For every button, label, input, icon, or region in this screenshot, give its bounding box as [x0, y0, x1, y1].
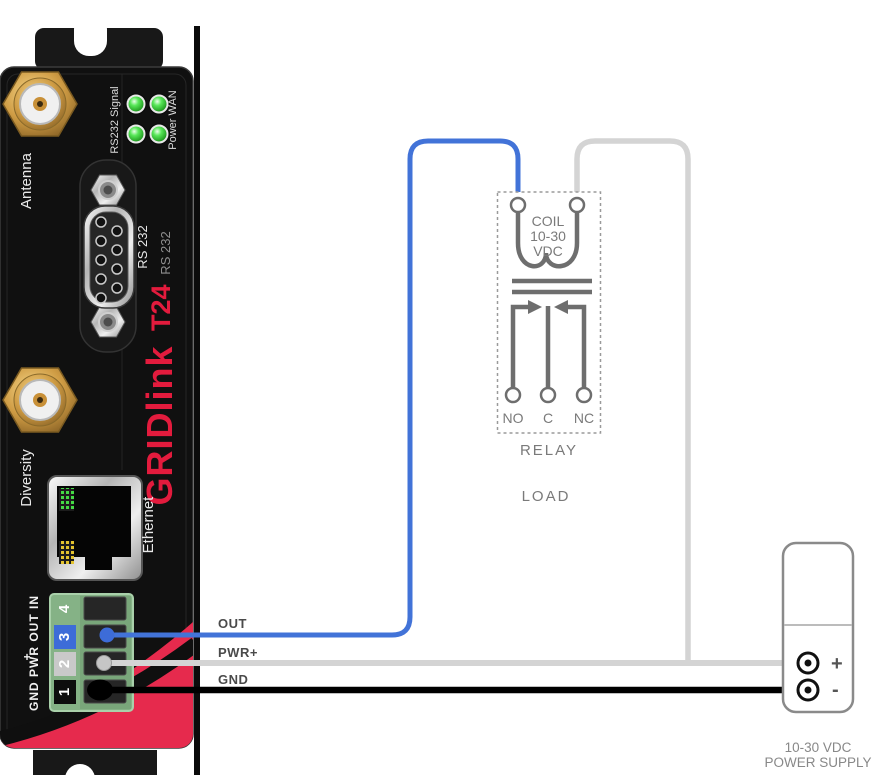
terminal-number-1: 1	[56, 688, 73, 696]
led-labels-left: RS232 Signal	[109, 86, 121, 153]
wan-led-icon	[149, 94, 169, 114]
psu-minus-sign: -	[832, 679, 839, 701]
contact-arrow-right-icon	[528, 300, 542, 314]
top-mounting-tab	[35, 14, 163, 70]
relay-terminals	[504, 196, 593, 404]
pwr-wire-terminal-dot	[96, 655, 112, 671]
terminal-2-color-tag	[54, 652, 76, 676]
power-supply-box: + -	[781, 541, 855, 714]
brand-logo: GRIDlink T24	[139, 285, 180, 506]
mounting-rail-line	[194, 26, 200, 775]
model-name: T24	[146, 285, 176, 332]
ethernet-port	[47, 475, 143, 581]
gridlink-device: Antenna RS232 Signal Power WAN	[0, 66, 194, 749]
sma-antenna-connector	[2, 71, 78, 137]
bottom-mounting-tab	[33, 750, 157, 775]
relay-title: RELAY	[520, 442, 578, 459]
terminal-1-color-tag	[54, 680, 76, 704]
gnd-wire-terminal-dot	[87, 679, 113, 701]
contact-no-label: NO	[503, 410, 524, 426]
relay-symbol: COIL 10-30 VDC NO C NC RELAY	[496, 191, 602, 459]
relay-core-bars	[512, 278, 592, 295]
ethernet-green-led-grid	[59, 488, 74, 511]
psu-caption-line1: 10-30 VDC	[785, 740, 852, 755]
rs232-label-shadow: RS 232	[158, 231, 173, 274]
terminal-side-label: GND PWR OUT IN	[27, 595, 41, 711]
db9-rs232-port	[79, 159, 137, 353]
brand-name: GRIDlink	[139, 345, 180, 505]
terminal-number-2: 2	[56, 660, 73, 668]
wiring	[96, 138, 807, 694]
gnd-wire-label: GND	[218, 672, 248, 687]
terminal-plus-mark: +	[23, 650, 30, 664]
antenna-label: Antenna	[18, 152, 35, 209]
relay-coil-icon	[515, 202, 580, 269]
ethernet-yellow-led-grid	[59, 541, 74, 564]
psu-caption-line2: POWER SUPPLY	[764, 755, 871, 770]
rs232-led-icon	[126, 124, 146, 144]
contact-arrow-left-icon	[554, 300, 568, 314]
out-wire-terminal-dot	[99, 627, 115, 643]
led-labels-right: Power WAN	[167, 90, 179, 150]
wire-relay-coil-return	[574, 138, 691, 664]
status-leds	[125, 93, 170, 145]
terminal-slot-4	[83, 596, 127, 621]
diversity-label: Diversity	[18, 449, 35, 507]
contact-c-label: C	[543, 410, 553, 426]
load-label: LOAD	[522, 488, 571, 505]
rs232-label: RS 232	[135, 225, 150, 268]
signal-led-icon	[126, 94, 146, 114]
sma-diversity-connector	[2, 367, 78, 433]
terminal-number-3: 3	[56, 633, 73, 641]
psu-plus-sign: +	[831, 653, 843, 675]
coil-label-line3: VDC	[533, 243, 563, 259]
ethernet-label: Ethernet	[140, 496, 157, 554]
relay-contacts	[510, 304, 587, 390]
coil-label-line1: COIL	[532, 213, 565, 229]
terminal-3-color-tag	[54, 625, 76, 649]
out-wire-label: OUT	[218, 616, 247, 631]
wire-out	[106, 138, 521, 638]
power-led-icon	[149, 124, 169, 144]
terminal-number-4: 4	[56, 604, 73, 613]
coil-label-line2: 10-30	[530, 228, 566, 244]
pwr-wire-label: PWR+	[218, 645, 258, 660]
contact-nc-label: NC	[574, 410, 594, 426]
